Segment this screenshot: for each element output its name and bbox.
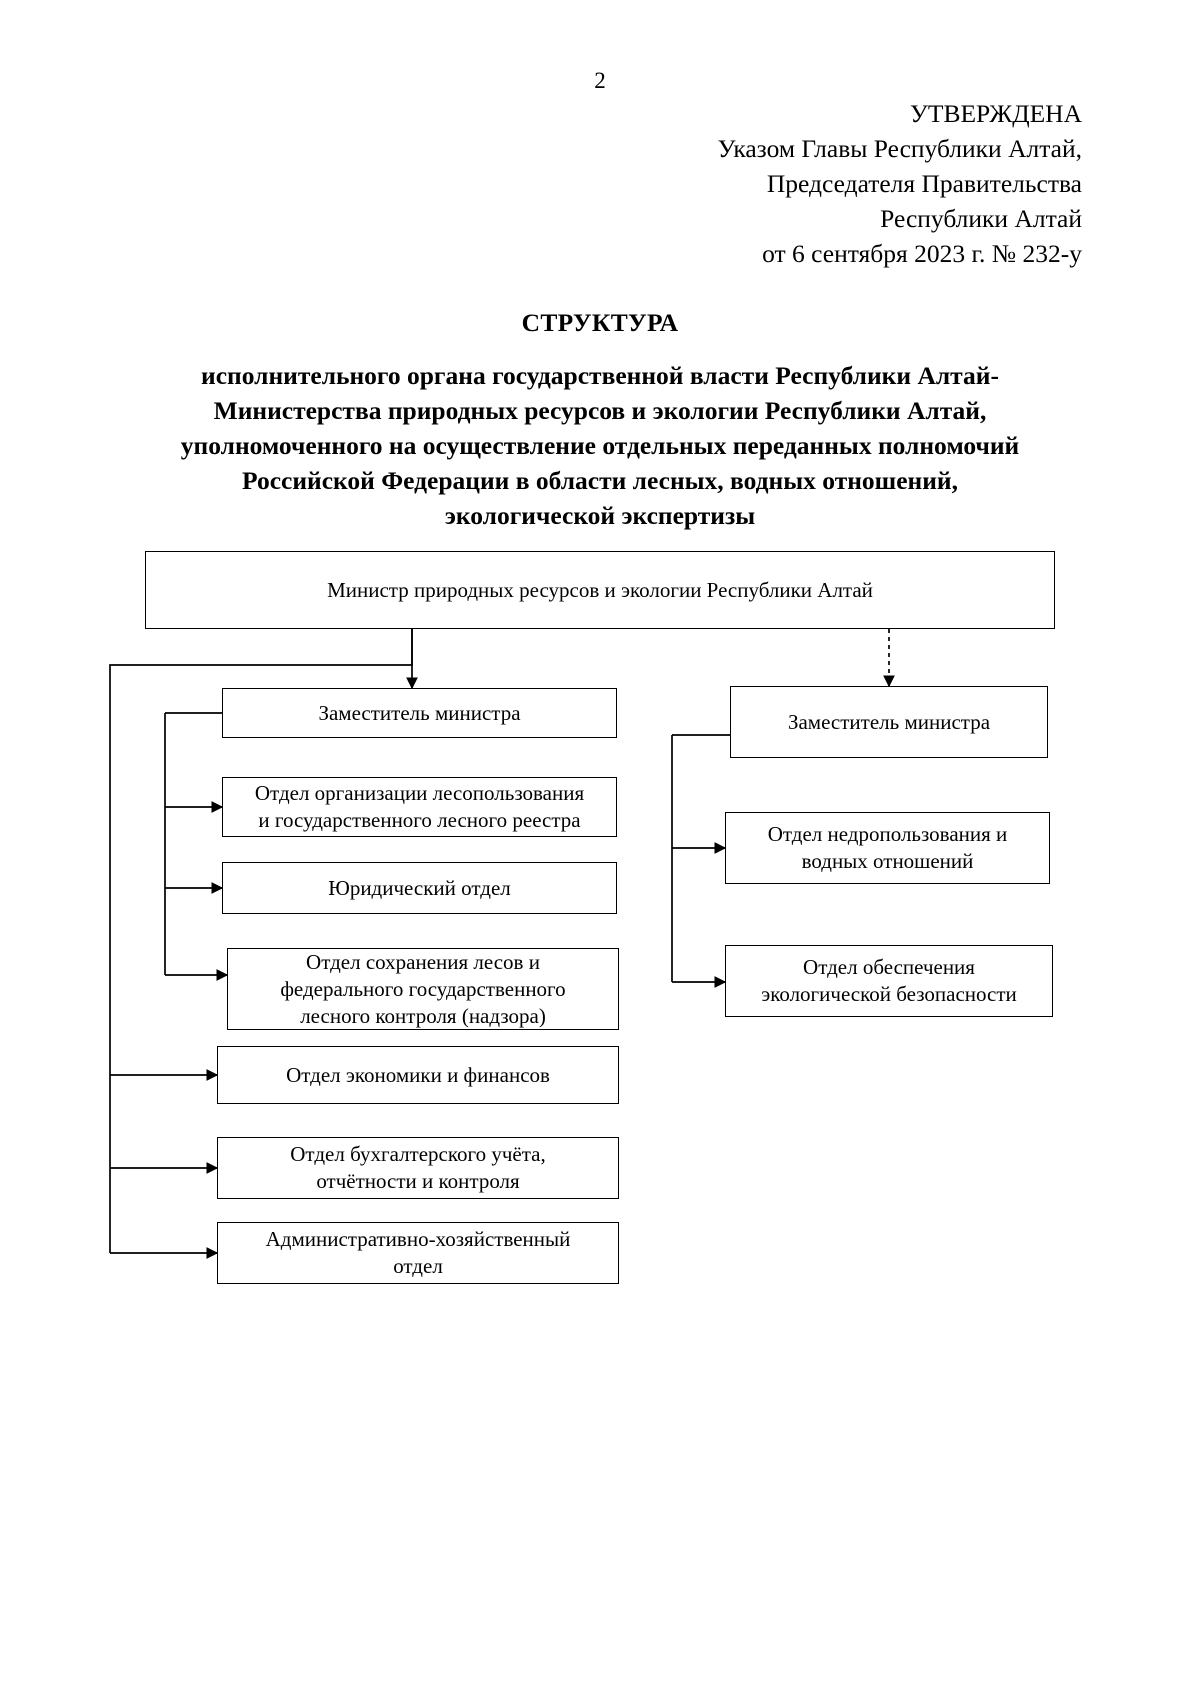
org-node-administrative: Административно-хозяйственный отдел <box>217 1222 619 1284</box>
org-node-forest-use-line2: и государственного лесного реестра <box>258 808 581 832</box>
org-node-economics-finance: Отдел экономики и финансов <box>217 1046 619 1104</box>
org-node-deputy-left: Заместитель министра <box>222 688 617 738</box>
org-node-minister-label: Министр природных ресурсов и экологии Ре… <box>327 577 873 602</box>
title-line-4: Российской Федерации в области лесных, в… <box>242 466 958 495</box>
approval-line-4: Республики Алтай <box>880 204 1082 233</box>
org-node-forest-conservation-line1: Отдел сохранения лесов и <box>306 949 540 974</box>
org-node-accounting-line1: Отдел бухгалтерского учёта, <box>290 1142 546 1166</box>
org-node-deputy-right-label: Заместитель министра <box>787 709 991 734</box>
page-number: 2 <box>594 68 606 93</box>
org-node-deputy-left-label: Заместитель министра <box>318 700 521 725</box>
org-node-administrative-line2: отдел <box>393 1254 443 1278</box>
org-node-economics-finance-label: Отдел экономики и финансов <box>286 1062 550 1087</box>
org-node-administrative-line1: Административно-хозяйственный <box>265 1227 571 1251</box>
approval-line-5: от 6 сентября 2023 г. № 232-у <box>762 239 1082 268</box>
title-line-5: экологической экспертизы <box>444 501 756 530</box>
org-node-minister: Министр природных ресурсов и экологии Ре… <box>145 551 1055 629</box>
org-node-subsoil-water: Отдел недропользования и водных отношени… <box>725 812 1050 884</box>
approval-line-2: Указом Главы Республики Алтай, <box>717 134 1082 163</box>
org-node-ecological-safety-line1: Отдел обеспечения <box>803 955 975 979</box>
org-node-ecological-safety: Отдел обеспечения экологической безопасн… <box>725 945 1053 1017</box>
org-node-legal-label: Юридический отдел <box>328 875 511 900</box>
org-node-legal: Юридический отдел <box>222 862 617 914</box>
org-node-ecological-safety-line2: экологической безопасности <box>761 982 1017 1006</box>
org-node-accounting-line2: отчётности и контроля <box>316 1169 520 1193</box>
title-heading: СТРУКТУРА <box>521 308 679 337</box>
title-line-3: уполномоченного на осуществление отдельн… <box>180 431 1020 460</box>
approval-line-3: Председателя Правительства <box>766 169 1082 198</box>
org-node-subsoil-water-line2: водных отношений <box>801 849 974 873</box>
org-node-forest-conservation: Отдел сохранения лесов и федерального го… <box>227 948 619 1030</box>
approval-line-1: УТВЕРЖДЕНА <box>909 99 1082 128</box>
title-line-1: исполнительного органа государственной в… <box>201 361 999 390</box>
approval-block: УТВЕРЖДЕНА Указом Главы Республики Алтай… <box>562 96 1082 271</box>
org-node-forest-use: Отдел организации лесопользования и госу… <box>222 777 617 837</box>
org-node-subsoil-water-line1: Отдел недропользования и <box>767 822 1008 846</box>
org-node-deputy-right: Заместитель министра <box>730 686 1048 758</box>
org-node-forest-use-line1: Отдел организации лесопользования <box>254 781 585 805</box>
org-node-forest-conservation-line2: федерального государственного <box>280 976 566 1001</box>
org-node-accounting: Отдел бухгалтерского учёта, отчётности и… <box>217 1137 619 1199</box>
title-line-2: Министерства природных ресурсов и эколог… <box>213 396 987 425</box>
document-title: СТРУКТУРА исполнительного органа государ… <box>100 305 1100 533</box>
org-node-forest-conservation-line3: лесного контроля (надзора) <box>300 1003 546 1028</box>
